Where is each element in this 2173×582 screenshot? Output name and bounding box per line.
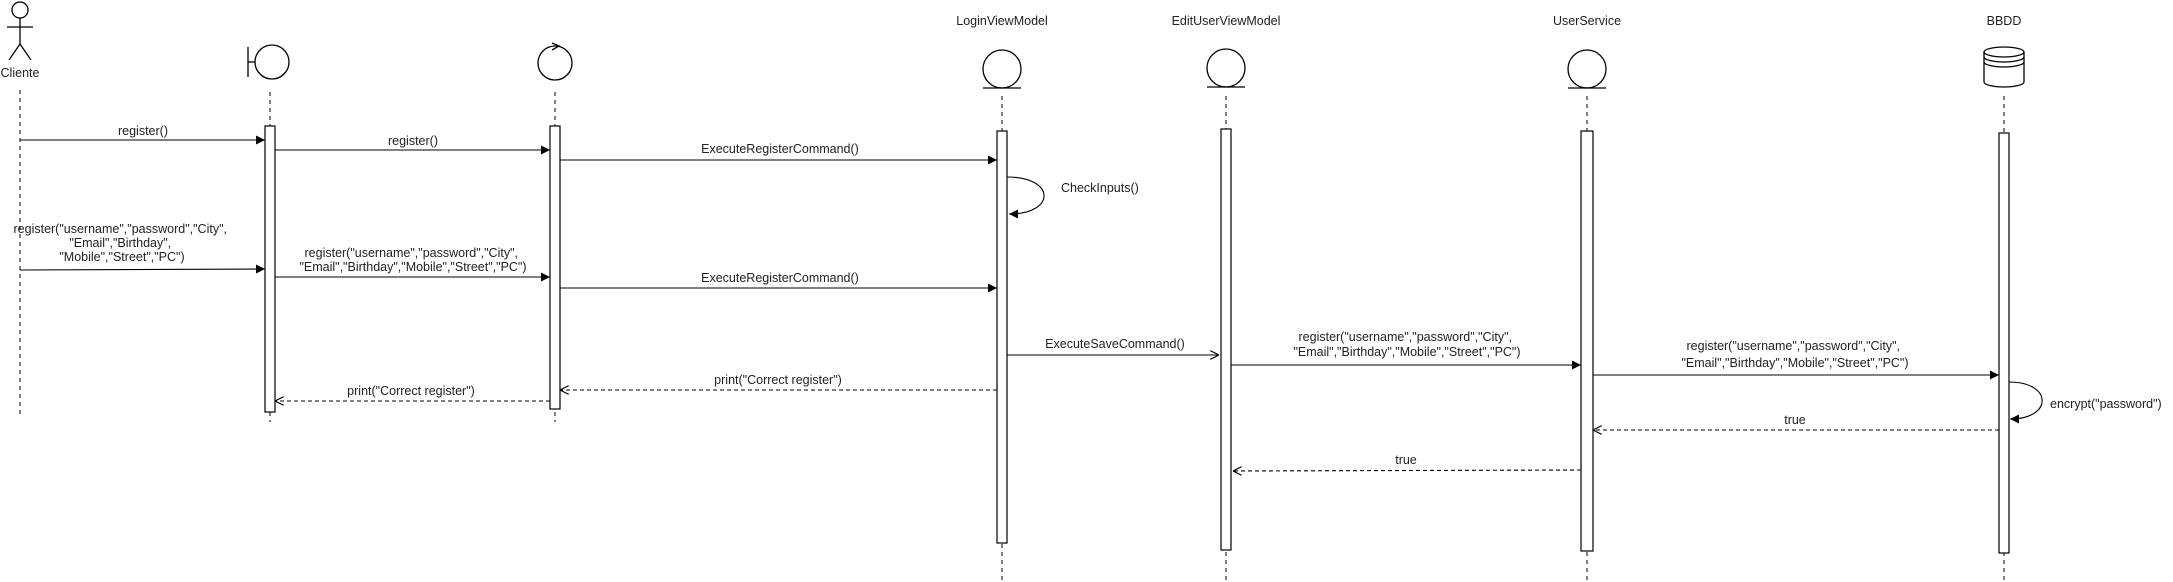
message-m11-label: encrypt("password"): [2050, 397, 2162, 411]
message-m3-label: ExecuteRegisterCommand(): [701, 142, 859, 156]
participant-cliente: Cliente: [1, 1, 40, 80]
participant-label: EditUserViewModel: [1172, 14, 1281, 28]
activation-bar-edituserviewmodel: [1220, 128, 1232, 551]
actor-icon: [7, 1, 33, 61]
participant-userservice: UserService: [1553, 14, 1621, 89]
participant-label: UserService: [1553, 14, 1621, 28]
activation-bar-loginviewmodel: [996, 130, 1008, 544]
message-m2-label: register(): [388, 134, 438, 148]
message-m15-arrow: [1233, 470, 1582, 471]
message-m12-label: print("Correct register"): [714, 373, 842, 387]
message-labels: register() register() ExecuteRegisterCom…: [14, 124, 2162, 467]
lifelines: [19, 90, 2005, 580]
participant-label: LoginViewModel: [956, 14, 1048, 28]
message-m4-arrow: [1006, 176, 1045, 219]
message-m5-label: register("username","password","City", "…: [14, 222, 231, 264]
participant-bbdd: BBDD: [1983, 14, 2025, 88]
activation-bar-bbdd: [1998, 132, 2010, 554]
activation-bars: [264, 125, 2010, 554]
message-m8-label: ExecuteSaveCommand(): [1045, 337, 1185, 351]
message-m6-label: register("username","password","City", "…: [299, 246, 526, 274]
activation-bar-control: [549, 125, 561, 410]
activation-bar-boundary: [264, 125, 276, 413]
message-m15-label: true: [1395, 453, 1417, 467]
message-m11-arrow: [2008, 381, 2043, 424]
message-m14-label: true: [1784, 413, 1806, 427]
participant-label: BBDD: [1987, 14, 2022, 28]
boundary-icon: [247, 44, 290, 80]
participant-boundary: [247, 44, 290, 80]
database-icon: [1983, 46, 2025, 88]
message-m9-label: register("username","password","City", "…: [1293, 330, 1520, 359]
message-m13-label: print("Correct register"): [347, 384, 475, 398]
message-m4-label: CheckInputs(): [1061, 181, 1139, 195]
message-m7-label: ExecuteRegisterCommand(): [701, 271, 859, 285]
participant-loginviewmodel: LoginViewModel: [956, 14, 1048, 89]
entity-icon: [1206, 48, 1246, 88]
messages: [19, 135, 2043, 471]
message-m5-arrow: [19, 264, 266, 274]
entity-icon: [1567, 49, 1607, 89]
message-m10-label: register("username","password","City", "…: [1681, 339, 1908, 370]
participant-edituserviewmodel: EditUserViewModel: [1172, 14, 1281, 88]
message-m1-label: register(): [118, 124, 168, 138]
participant-control: [537, 42, 573, 81]
activation-bar-userservice: [1580, 130, 1594, 552]
participant-label: Cliente: [1, 66, 40, 80]
control-icon: [537, 42, 573, 81]
entity-icon: [982, 49, 1022, 89]
